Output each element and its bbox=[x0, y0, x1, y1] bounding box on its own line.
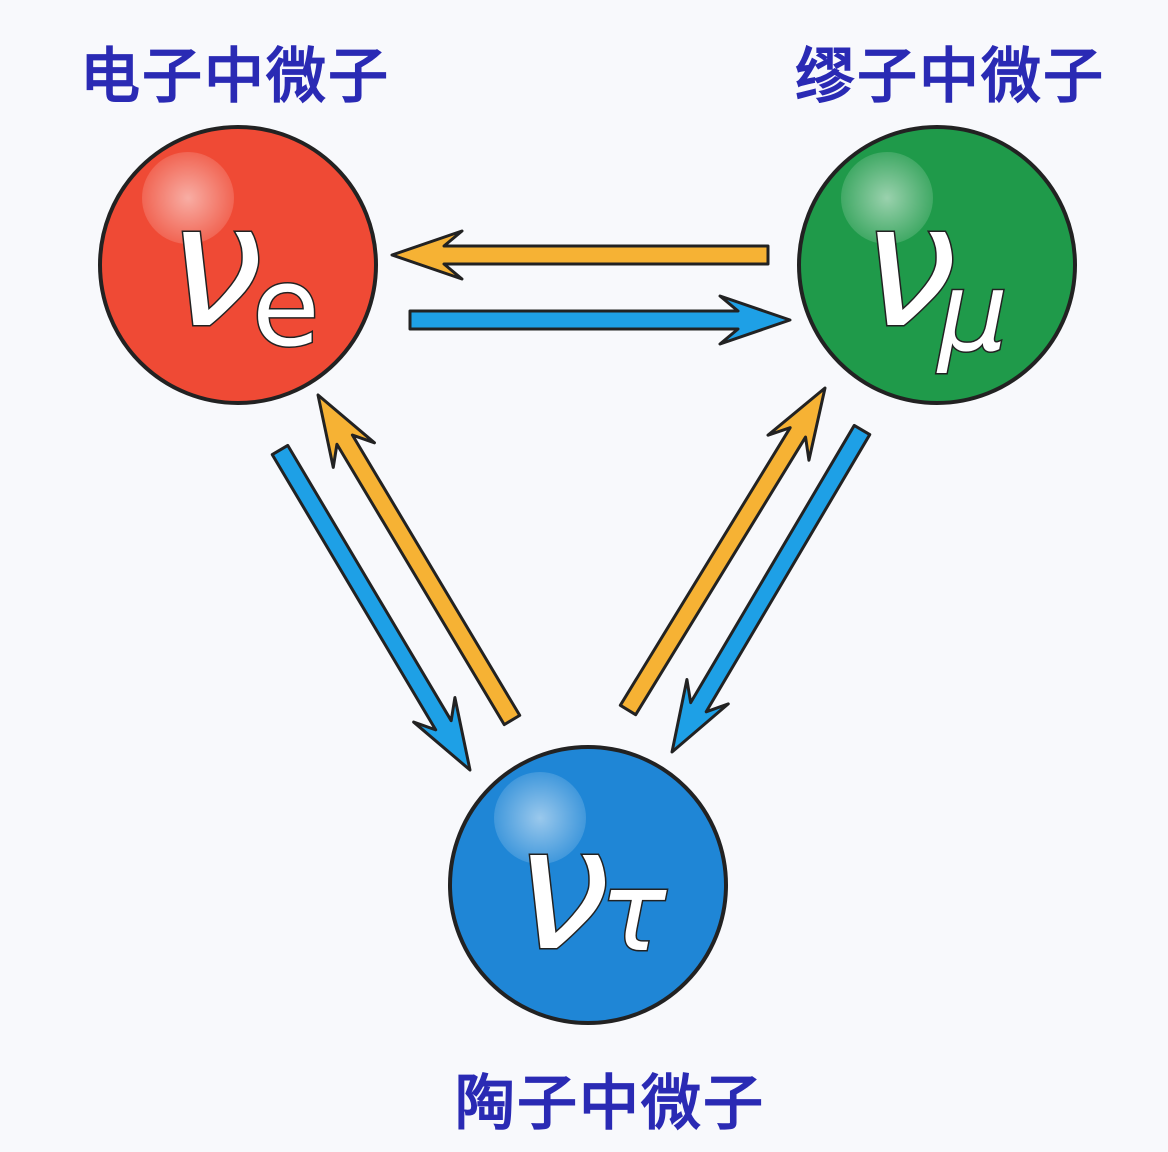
muon-neutrino-ball: ν μ bbox=[797, 125, 1077, 405]
highlight bbox=[841, 152, 933, 244]
highlight bbox=[494, 772, 586, 864]
arrow-tau-to-muon bbox=[618, 386, 827, 717]
muon-neutrino-label: 缪子中微子 bbox=[795, 42, 1105, 112]
subscript-e: e bbox=[252, 243, 320, 371]
subscript-mu: μ bbox=[936, 248, 1008, 376]
highlight bbox=[142, 152, 234, 244]
subscript-tau: τ bbox=[600, 848, 667, 976]
tau-neutrino-label: 陶子中微子 bbox=[455, 1069, 765, 1139]
electron-neutrino-label: 电子中微子 bbox=[80, 42, 390, 112]
nu-symbol: ν bbox=[168, 168, 263, 366]
nu-symbol: ν bbox=[515, 791, 610, 989]
tau-neutrino-ball: ν τ bbox=[448, 745, 728, 1025]
arrow-electron-to-muon bbox=[408, 294, 792, 346]
electron-neutrino-ball: ν e bbox=[98, 125, 378, 405]
arrow-muon-to-electron bbox=[390, 229, 770, 281]
arrow-muon-to-tau bbox=[670, 423, 872, 754]
arrow-tau-to-electron bbox=[316, 393, 522, 727]
arrow-electron-to-tau bbox=[270, 443, 472, 772]
nu-symbol: ν bbox=[862, 168, 957, 366]
